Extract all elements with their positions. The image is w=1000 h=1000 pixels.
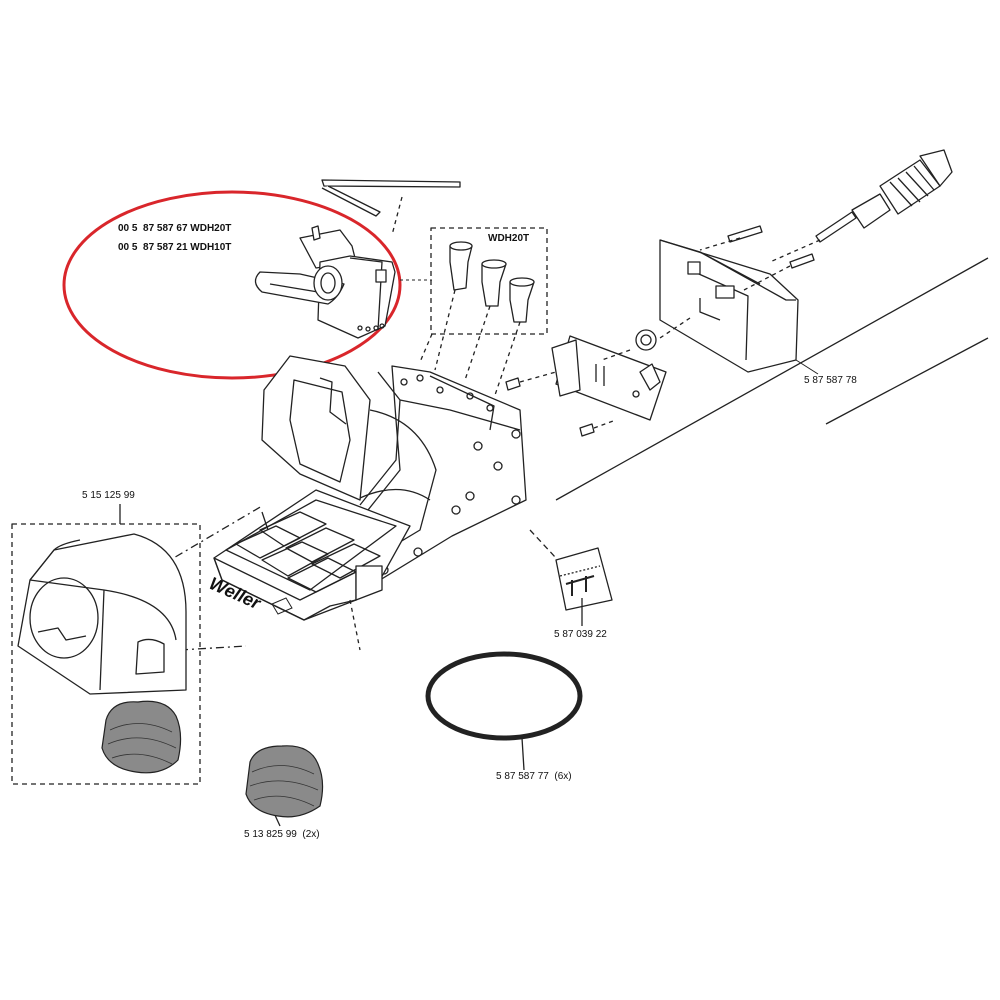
holder-pin-drawing xyxy=(321,179,461,217)
part-number-bolts: 5 87 039 22 xyxy=(554,629,607,640)
steel-wool-drawing xyxy=(101,700,324,818)
knob-drawing xyxy=(635,329,661,391)
stand-base-drawing xyxy=(213,355,527,621)
wdh20t-box-label: WDH20T xyxy=(488,233,530,244)
wdh20t-box xyxy=(430,227,548,335)
front-cover-box xyxy=(11,523,201,785)
part-number-wdh20t: 00 5 87 587 67 WDH20T xyxy=(118,223,232,234)
o-ring-drawing xyxy=(425,651,583,741)
part-number-steel-wool: 5 13 825 99 (2x) xyxy=(244,829,320,840)
part-number-front-cover: 5 15 125 99 xyxy=(82,490,135,501)
part-number-o-ring: 5 87 587 77 (6x) xyxy=(496,771,572,782)
circuit-board-drawing xyxy=(551,335,667,421)
part-number-housing-cover: 5 87 587 78 xyxy=(804,375,857,386)
highlight-ellipse xyxy=(62,190,402,380)
front-cover-drawing xyxy=(17,533,187,695)
bolts-bag-drawing xyxy=(555,547,613,611)
cable-connector-drawing xyxy=(815,149,953,243)
rear-housing-drawing xyxy=(659,239,799,373)
part-number-wdh10t: 00 5 87 587 21 WDH10T xyxy=(118,242,232,253)
tip-sleeves-drawing xyxy=(449,241,535,323)
tool-holder-drawing xyxy=(254,225,396,339)
